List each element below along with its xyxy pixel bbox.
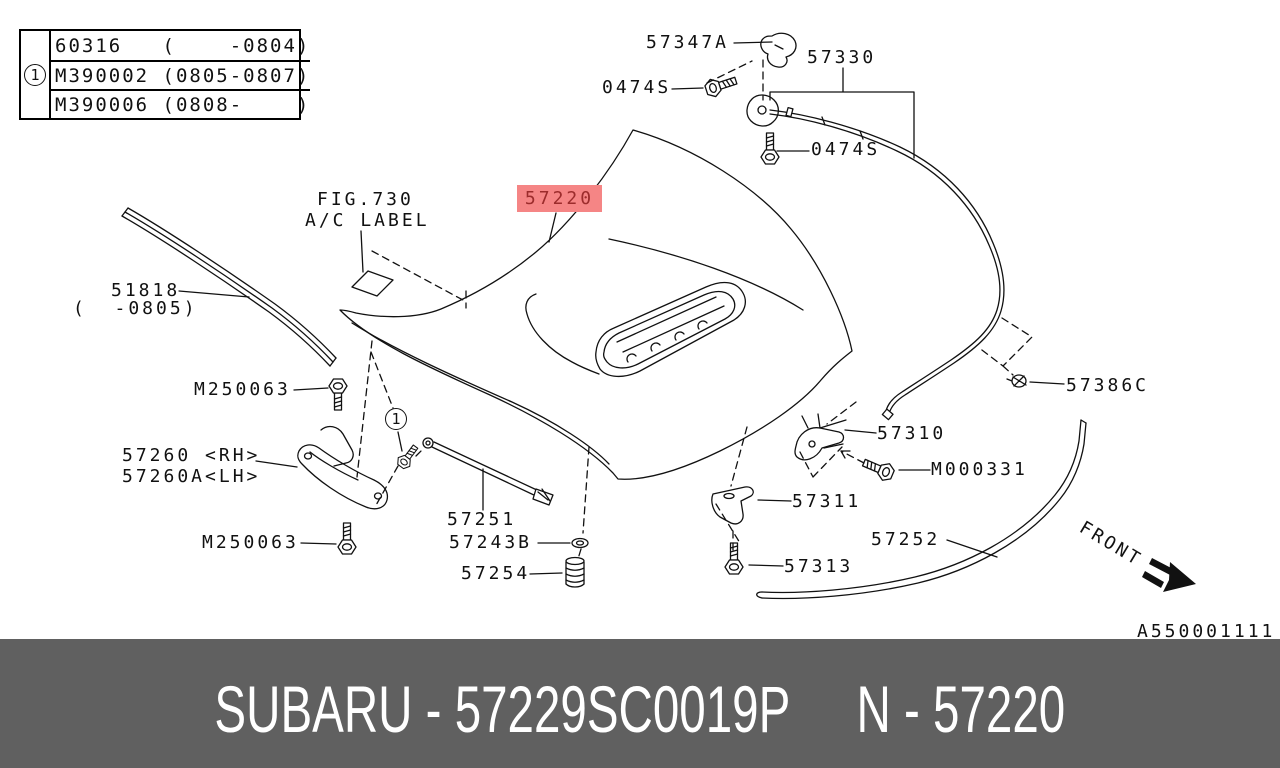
stay-rod-57251: [422, 437, 554, 506]
part-label-57254[interactable]: 57254: [461, 563, 531, 584]
part-label-51818-range: ( -0805): [73, 298, 198, 319]
seal-57252: [756, 419, 1087, 600]
bumper-57254: [565, 556, 585, 588]
release-cable-57330: [769, 67, 1005, 421]
lock-bracket-57347a: [760, 32, 797, 68]
part-label-51818[interactable]: 51818: [111, 280, 181, 301]
footer-text: SUBARU - 57229SC0019P N - 57220: [215, 661, 1066, 747]
bolt-icon-57313: [724, 542, 744, 575]
part-label-0474s-top[interactable]: 0474S: [602, 77, 672, 98]
lock-assembly-57310: [794, 413, 847, 461]
front-arrow-icon: [1142, 558, 1196, 592]
footer-bar: SUBARU - 57229SC0019P N - 57220: [0, 639, 1280, 768]
arrowhead: [840, 450, 851, 459]
part-label-57313[interactable]: 57313: [784, 556, 854, 577]
figure-ref-line2: A/C LABEL: [305, 210, 430, 231]
bolt-icon-0474s-mid: [760, 132, 780, 165]
part-label-57310[interactable]: 57310: [877, 423, 947, 444]
table-row[interactable]: 60316 ( -0804): [55, 34, 311, 57]
dashed-leader-lines: [356, 59, 1033, 560]
part-label-m250063-top[interactable]: M250063: [194, 379, 291, 400]
part-label-57220-highlighted[interactable]: 57220: [517, 185, 602, 212]
hinge-57260: [297, 425, 389, 510]
part-label-0474s-mid[interactable]: 0474S: [811, 139, 881, 160]
figure-ref-line1: FIG.730: [317, 189, 414, 210]
circled-1-icon: 1: [24, 63, 46, 86]
footer-group-code: N - 57220: [856, 671, 1066, 746]
bolt-icon-m250063-bot: [337, 522, 357, 555]
part-label-57260-lh[interactable]: 57260A<LH>: [122, 466, 261, 487]
part-label-57386c[interactable]: 57386C: [1066, 375, 1150, 396]
bolt-icon-m000331: [859, 453, 897, 484]
label-bracket-57330: [769, 67, 915, 159]
circled-1-callout: 1: [385, 408, 407, 430]
bracket-57311: [711, 486, 754, 525]
bolt-icon-m250063-top: [328, 378, 348, 411]
hood-scoop: [525, 281, 746, 378]
hood-outline: [339, 129, 853, 480]
part-label-57260-rh[interactable]: 57260 <RH>: [122, 445, 261, 466]
seal-strip-51818: [121, 207, 337, 367]
reference-symbol-cell: 1: [21, 31, 51, 118]
part-label-57252[interactable]: 57252: [871, 529, 941, 550]
ac-label-plate: [351, 270, 394, 297]
solid-leader-lines: [178, 41, 1065, 575]
part-label-57347a[interactable]: 57347A: [646, 32, 730, 53]
reference-table: 1 60316 ( -0804) M390002 (0805-0807) M39…: [19, 29, 311, 120]
table-row[interactable]: M390002 (0805-0807): [51, 60, 311, 89]
footer-part-code: SUBARU - 57229SC0019P: [214, 671, 791, 746]
clip-57243b: [571, 537, 589, 549]
part-label-57311[interactable]: 57311: [792, 491, 862, 512]
part-label-57251[interactable]: 57251: [447, 509, 517, 530]
highlighted-part-number: 57220: [524, 188, 595, 209]
part-label-m250063-bot[interactable]: M250063: [202, 532, 299, 553]
diagram-code: A550001111: [1137, 621, 1276, 642]
part-label-57330[interactable]: 57330: [807, 47, 877, 68]
cable-bracket: [746, 94, 780, 127]
clip-57386c: [1006, 374, 1027, 388]
part-label-m000331[interactable]: M000331: [931, 459, 1028, 480]
table-row[interactable]: M390006 (0808- ): [51, 89, 311, 118]
part-label-57243b[interactable]: 57243B: [449, 532, 533, 553]
bolt-icon-ref1: [394, 441, 422, 472]
diagram-line-art: [121, 32, 1196, 600]
